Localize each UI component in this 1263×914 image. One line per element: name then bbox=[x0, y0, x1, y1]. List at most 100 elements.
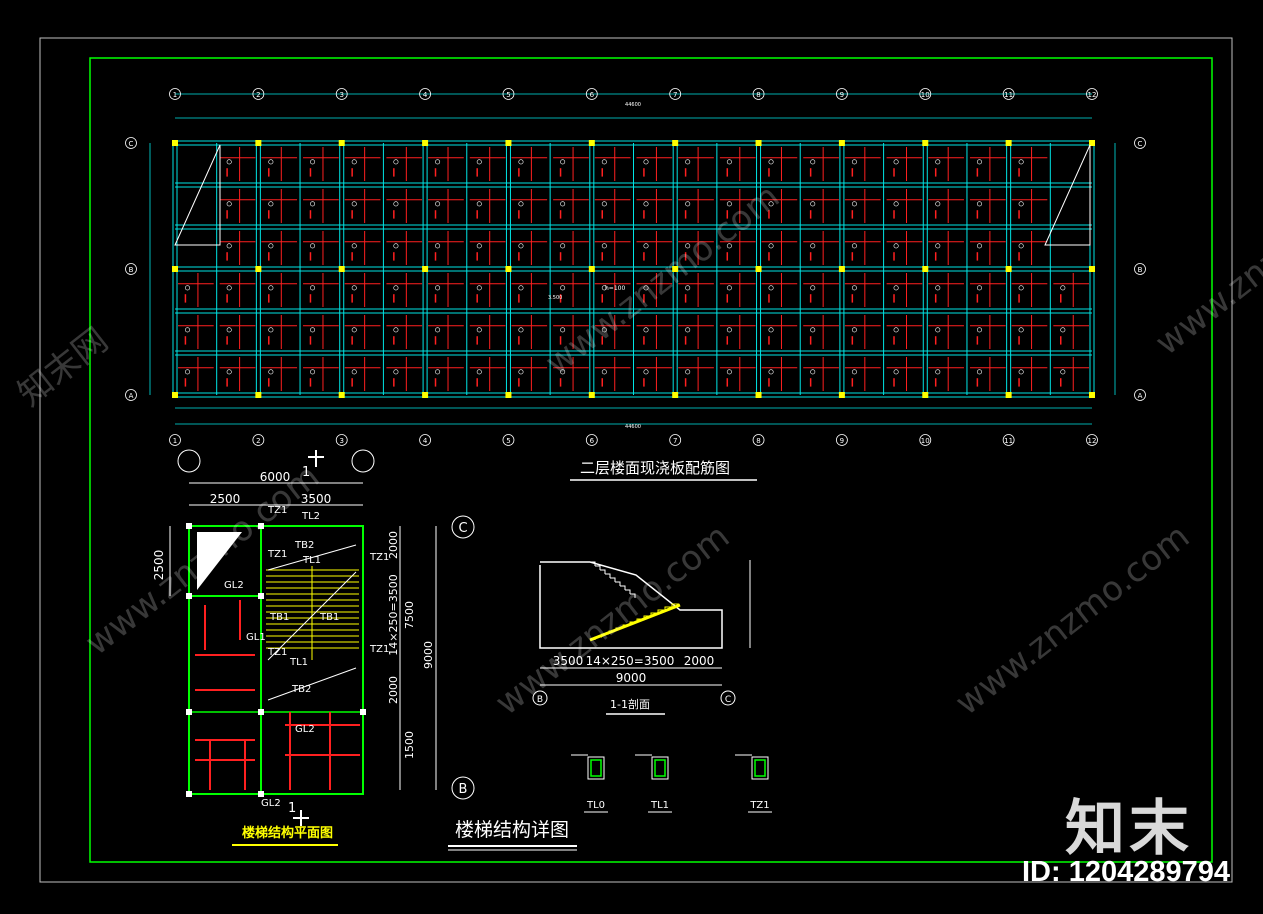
stair-member-label: TL2 bbox=[301, 511, 320, 522]
break-line bbox=[267, 667, 357, 701]
stair-column bbox=[186, 523, 192, 529]
rebar-tag bbox=[393, 285, 399, 291]
rebar-tag bbox=[1060, 327, 1066, 333]
rebar-tag bbox=[560, 369, 566, 375]
rebar-tag bbox=[1060, 369, 1066, 375]
rebar-tag bbox=[1018, 285, 1024, 291]
rebar-tag bbox=[560, 243, 566, 249]
section-steps bbox=[590, 561, 679, 640]
stair-column bbox=[258, 791, 264, 797]
plan-overall-dim-top: 44600 bbox=[625, 102, 641, 108]
rebar-tag bbox=[601, 243, 607, 249]
rebar-tag bbox=[1060, 285, 1066, 291]
stair-outline bbox=[188, 525, 364, 795]
stair-column bbox=[360, 709, 366, 715]
axis-bubble bbox=[177, 449, 201, 473]
rebar-tag bbox=[268, 369, 274, 375]
rebar-tag bbox=[643, 369, 649, 375]
axis-label: 12 bbox=[1088, 91, 1097, 99]
stair-member-label: TZ1 bbox=[369, 644, 389, 655]
stair-member-label: TZ1 bbox=[267, 647, 287, 658]
section-dim-b: 14×250=3500 bbox=[586, 654, 675, 668]
rebar-tag bbox=[435, 369, 441, 375]
rebar-tag bbox=[226, 243, 232, 249]
column bbox=[505, 266, 512, 272]
rebar-tag bbox=[560, 159, 566, 165]
column bbox=[255, 140, 262, 146]
column bbox=[1089, 266, 1095, 272]
rebar-tag bbox=[185, 327, 191, 333]
stair-rdim-4: 1500 bbox=[403, 731, 416, 759]
stair-member-label: GL2 bbox=[295, 724, 315, 735]
section-step bbox=[625, 589, 631, 594]
axis-label: 11 bbox=[1004, 437, 1013, 445]
rebar-tag bbox=[601, 327, 607, 333]
rebar-tag bbox=[685, 369, 691, 375]
section-title: 1-1剖面 bbox=[610, 697, 650, 711]
rebar-tag bbox=[685, 201, 691, 207]
section-step bbox=[595, 565, 601, 570]
stair-member-label: TB1 bbox=[319, 612, 339, 623]
rebar-tag bbox=[726, 243, 732, 249]
column bbox=[672, 140, 679, 146]
rebar-tag bbox=[1018, 159, 1024, 165]
stair-rebar bbox=[186, 523, 366, 797]
rebar-tag bbox=[476, 159, 482, 165]
stair-column bbox=[186, 593, 192, 599]
axis-label: 9 bbox=[840, 437, 844, 445]
axis-bubble bbox=[752, 88, 765, 100]
rebar-tag bbox=[518, 369, 524, 375]
axis-label: 4 bbox=[423, 91, 428, 99]
rebar-tag bbox=[726, 201, 732, 207]
rebar-tag bbox=[601, 369, 607, 375]
column bbox=[838, 392, 845, 398]
beam-detail-label: TL0 bbox=[586, 800, 605, 811]
axis-label: 6 bbox=[590, 437, 595, 445]
section-step bbox=[601, 633, 609, 637]
plan-rebar bbox=[178, 147, 1089, 391]
axis-label: 2 bbox=[256, 437, 260, 445]
rebar-tag bbox=[476, 243, 482, 249]
axis-label: 12 bbox=[1088, 437, 1097, 445]
axis-bubble bbox=[585, 434, 598, 446]
rebar-tag bbox=[601, 201, 607, 207]
axis-label: 10 bbox=[921, 91, 930, 99]
axis-bubble bbox=[1002, 434, 1015, 446]
rebar-tag bbox=[226, 285, 232, 291]
section-step bbox=[636, 618, 644, 622]
column bbox=[838, 140, 845, 146]
stair-dim-left: 2500 bbox=[210, 492, 241, 506]
rebar-tag bbox=[351, 201, 357, 207]
rebar-tag bbox=[893, 159, 899, 165]
section-step bbox=[590, 561, 596, 566]
section-step bbox=[594, 636, 602, 640]
rebar-tag bbox=[226, 327, 232, 333]
outer-border bbox=[39, 37, 1233, 883]
rebar-tag bbox=[351, 285, 357, 291]
stair-member-label: TL1 bbox=[302, 555, 321, 566]
section-step bbox=[629, 621, 637, 625]
rebar-tag bbox=[726, 327, 732, 333]
watermark-id: ID: 1204289794 bbox=[1022, 856, 1230, 888]
column bbox=[172, 266, 178, 272]
axis-bubble bbox=[125, 389, 137, 401]
rebar-tag bbox=[351, 243, 357, 249]
rebar-tag bbox=[393, 327, 399, 333]
axis-bubble bbox=[532, 690, 548, 706]
section-outline bbox=[539, 561, 723, 649]
column bbox=[838, 266, 845, 272]
axis-label: C bbox=[1138, 140, 1143, 148]
stair-member-label: GL2 bbox=[261, 798, 281, 809]
stair-rdim-1: 2000 bbox=[387, 531, 400, 559]
stair-rdim-total-a: 7500 bbox=[403, 601, 416, 629]
axis-label-c: C bbox=[458, 521, 467, 536]
section-step bbox=[657, 609, 665, 613]
column bbox=[1005, 140, 1012, 146]
stair-rdim-3: 2000 bbox=[387, 676, 400, 704]
beam-section bbox=[751, 756, 769, 780]
rebar-tag bbox=[685, 285, 691, 291]
beam-stirrup bbox=[654, 759, 666, 777]
